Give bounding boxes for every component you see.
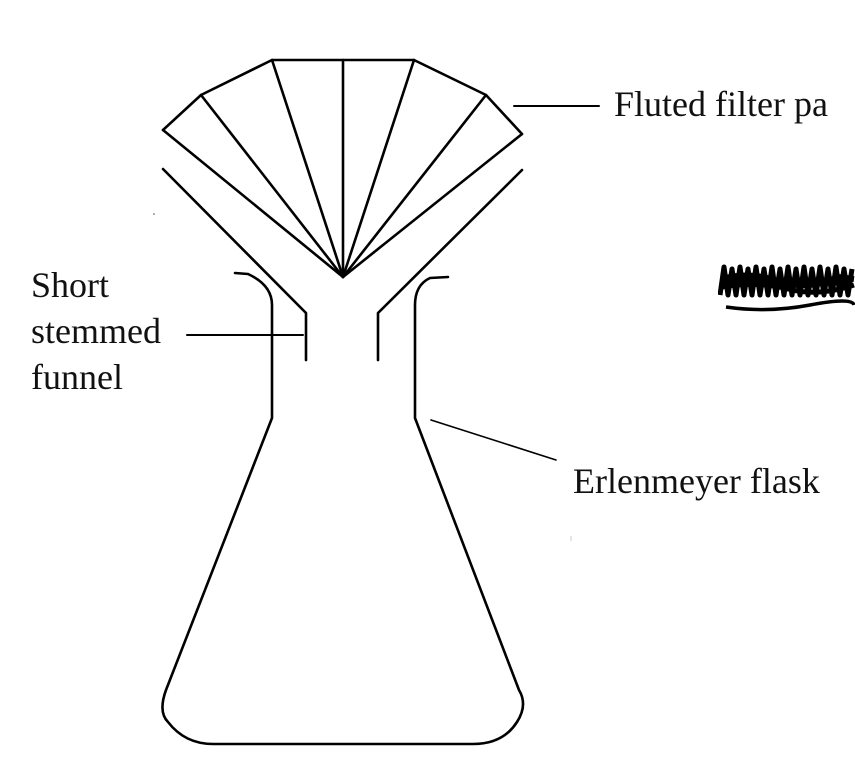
fluted-filter-paper-label: Fluted filter pa — [614, 84, 828, 124]
fluted-filter-paper — [161, 58, 524, 279]
erlenmeyer-flask-label: Erlenmeyer flask — [573, 461, 820, 501]
short-stemmed-funnel — [161, 167, 524, 362]
stray-dot — [153, 213, 155, 215]
short-stemmed-funnel-label-line3: funnel — [31, 357, 123, 397]
short-stemmed-funnel-label-line2: stemmed — [31, 311, 161, 351]
erlenmeyer-flask — [161, 271, 525, 746]
erlenmeyer-flask-leader — [430, 419, 557, 461]
short-stemmed-funnel-label-line1: Short — [31, 265, 110, 305]
scribbled-out-text — [718, 264, 855, 312]
